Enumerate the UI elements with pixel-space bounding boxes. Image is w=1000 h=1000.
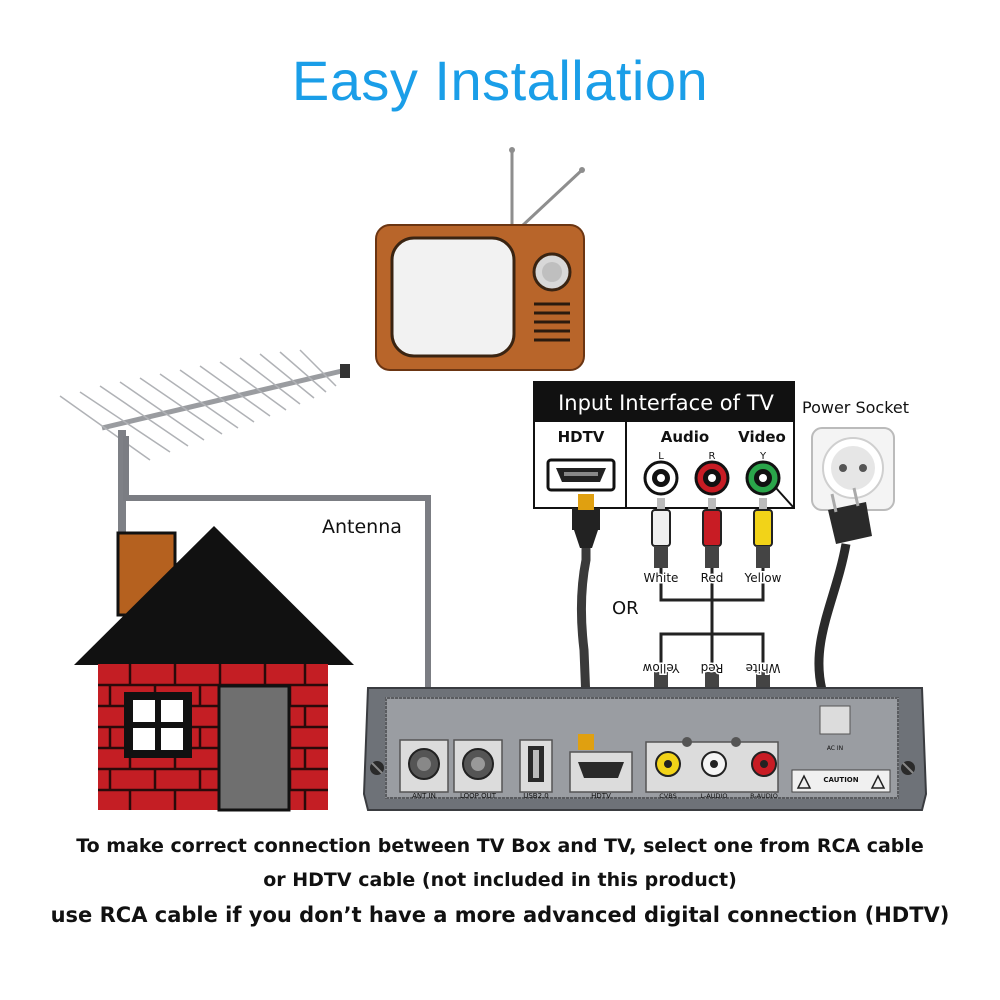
- rca-label-white-top: White: [644, 571, 679, 585]
- rca-cable-top: [651, 498, 773, 620]
- footer-instructions: To make correct connection between TV Bo…: [0, 835, 1000, 939]
- antenna-label: Antenna: [322, 516, 402, 538]
- tv-port-l-label: L: [658, 451, 664, 462]
- box-usb-label: USB2.0: [523, 792, 549, 800]
- tv-hdmi-port: [546, 458, 616, 492]
- box-usb-port: [519, 739, 553, 793]
- tv-port-r-label: R: [709, 451, 716, 462]
- house-icon: [74, 526, 354, 812]
- instruction-line-2: or HDTV cable (not included in this prod…: [263, 869, 737, 891]
- box-cvbs-label: CVBS: [659, 792, 676, 800]
- tv-video-label: Video: [738, 428, 786, 446]
- page-title: Easy Installation: [291, 49, 709, 112]
- box-ant-in-port: [399, 739, 449, 793]
- box-ant-in-label: ANT IN: [412, 792, 436, 800]
- rca-label-red-bottom: Red: [701, 661, 724, 675]
- instruction-line-1: To make correct connection between TV Bo…: [76, 835, 924, 857]
- hdmi-plug-box-end: [578, 734, 594, 750]
- tv-rca-red-port: [694, 460, 730, 496]
- box-hdmi-port: [569, 751, 633, 793]
- tv-input-panel: [533, 381, 795, 509]
- box-ac-in-port: [819, 705, 851, 735]
- tv-rca-green-port: [745, 460, 781, 496]
- rca-label-white-bottom: White: [746, 661, 781, 675]
- rca-label-yellow-bottom: Yellow: [642, 661, 680, 675]
- instruction-line-3: use RCA cable if you don’t have a more a…: [50, 903, 950, 927]
- tv-port-y-label: Y: [759, 451, 767, 462]
- rca-plug-yellow-top: [753, 498, 773, 568]
- power-socket-label: Power Socket: [802, 398, 910, 417]
- antenna-cable: [123, 436, 431, 762]
- box-l-audio-label: L-AUDIO: [701, 792, 728, 800]
- rca-plug-red-top: [702, 498, 722, 568]
- box-av-panel: [645, 737, 779, 793]
- tv-rca-white-port: [643, 460, 679, 496]
- box-caution-sticker: [791, 769, 891, 793]
- box-caution-label: CAUTION: [823, 776, 858, 784]
- box-ac-in-label: AC IN: [827, 745, 843, 752]
- rca-plug-white-top: [651, 498, 671, 568]
- power-socket-icon: [811, 427, 895, 511]
- box-loop-out-label: LOOP OUT: [460, 792, 497, 800]
- tv-audio-label: Audio: [661, 428, 709, 446]
- set-top-box: [362, 687, 928, 811]
- box-loop-out-port: [453, 739, 503, 793]
- rca-label-red-top: Red: [701, 571, 724, 585]
- rca-label-yellow-top: Yellow: [744, 571, 782, 585]
- tv-interface-heading: Input Interface of TV: [558, 391, 774, 415]
- antenna-icon: [59, 349, 350, 532]
- box-r-audio-label: R-AUDIO: [750, 792, 778, 800]
- or-label: OR: [612, 598, 639, 619]
- tv-hdtv-label: HDTV: [558, 428, 605, 446]
- box-hdtv-label: HDTV: [591, 792, 611, 800]
- tv-icon: [375, 147, 585, 371]
